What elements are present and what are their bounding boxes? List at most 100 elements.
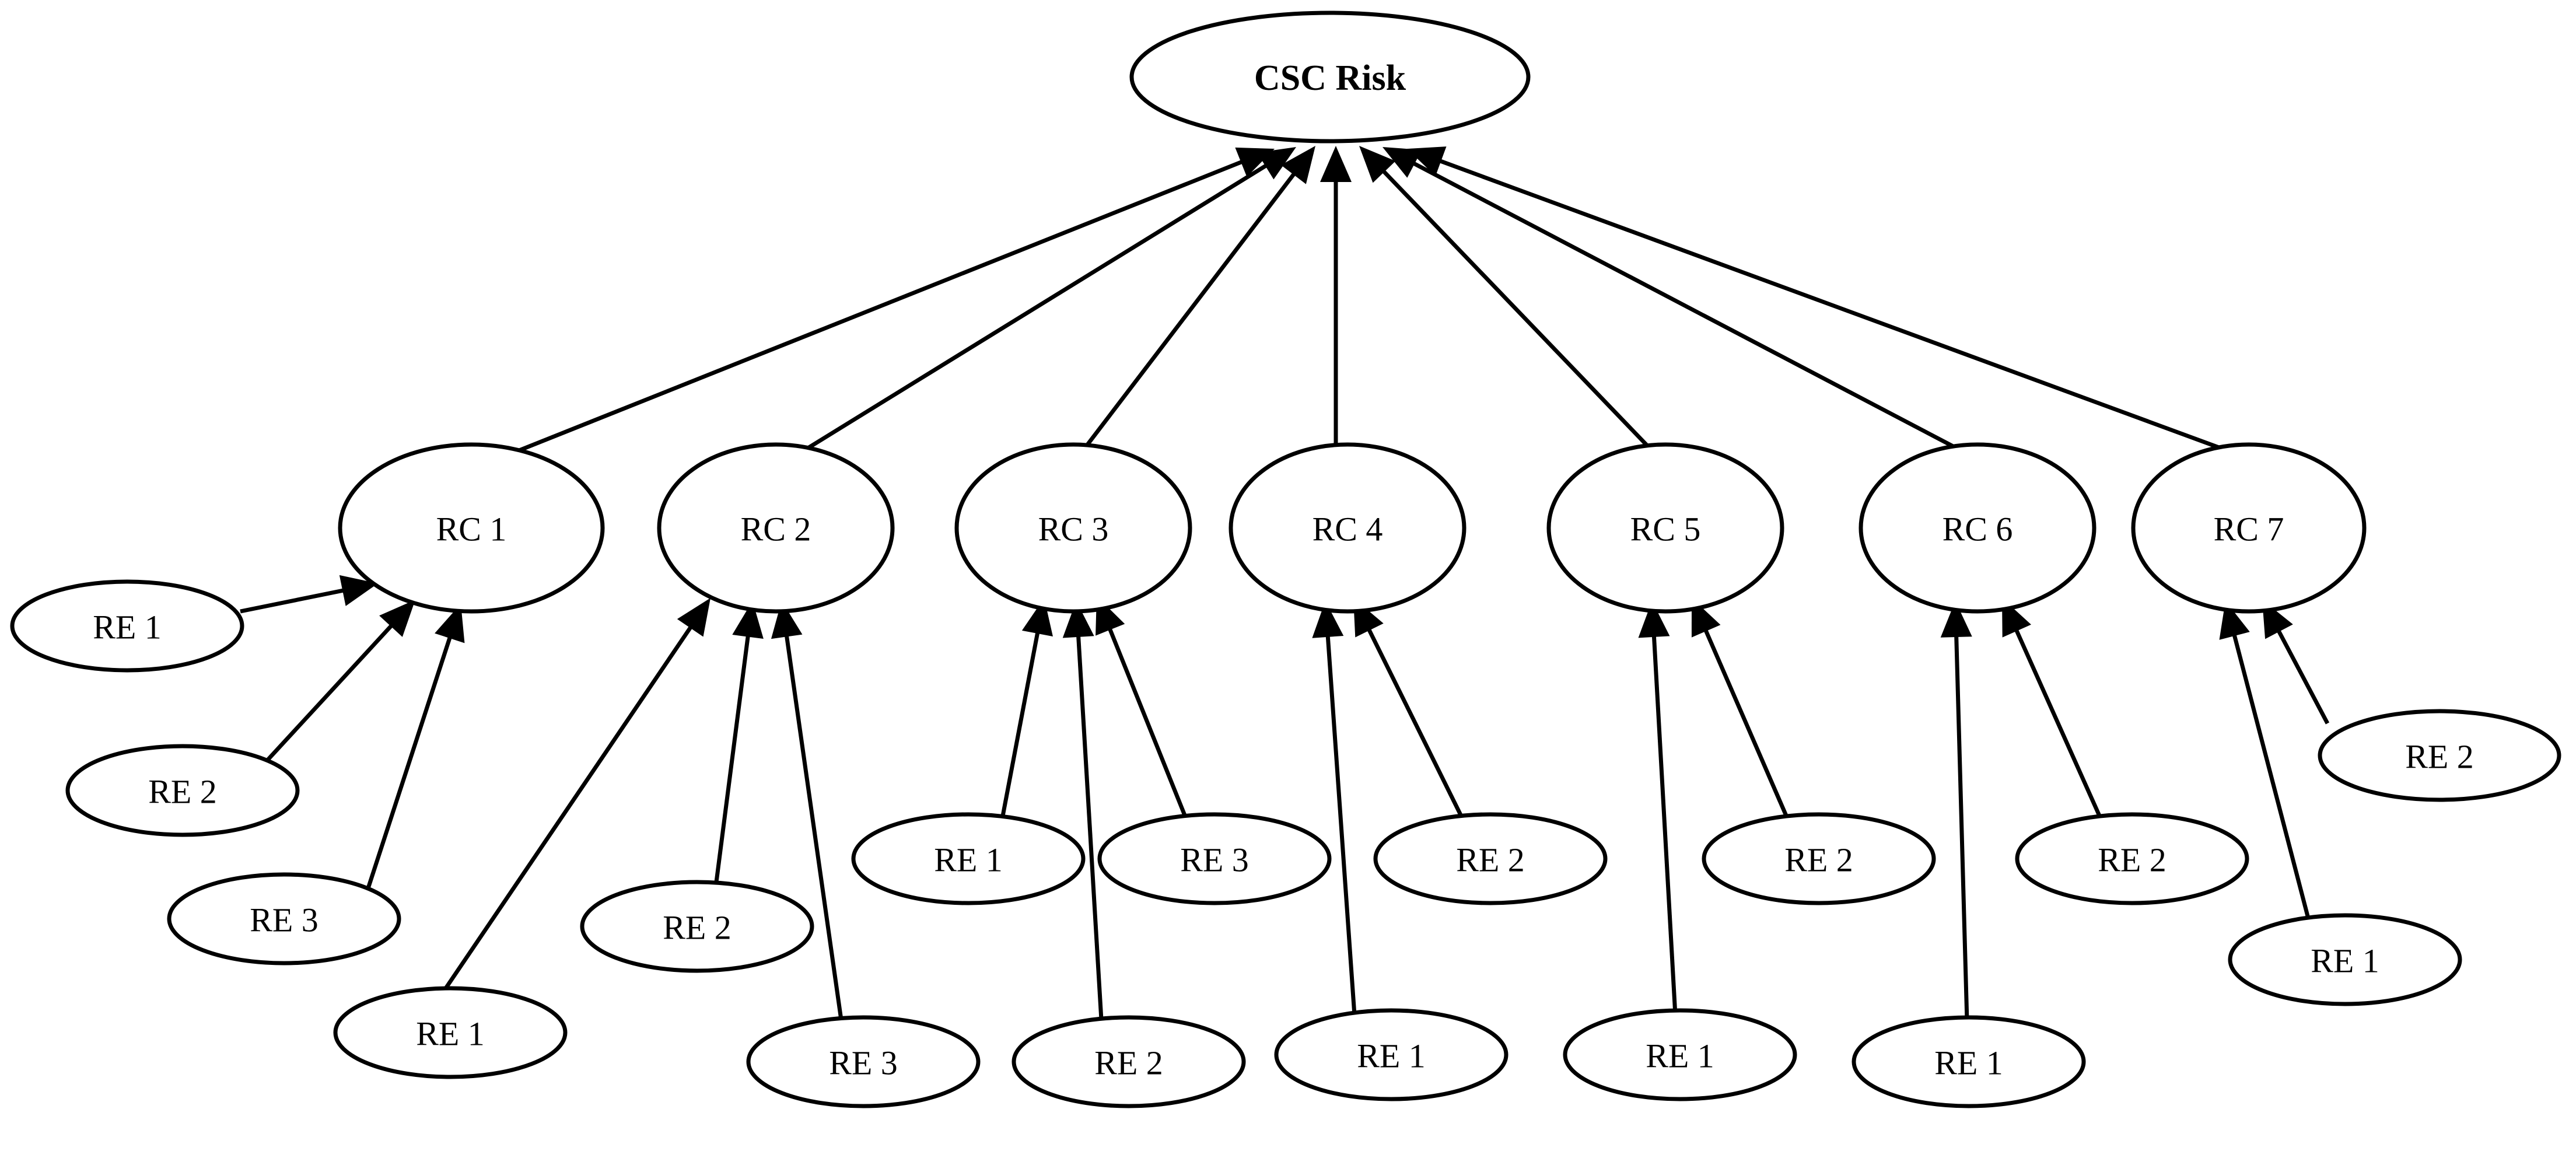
node-ellipse[interactable] — [2318, 709, 2561, 802]
node-label: RC 6 — [1943, 510, 2013, 548]
node-e3[interactable]: RE 3 — [167, 872, 401, 965]
edge-line — [1084, 170, 1297, 448]
node-label: RE 3 — [1180, 841, 1249, 879]
node-ellipse[interactable] — [580, 880, 814, 973]
arrowhead-icon — [1320, 146, 1352, 182]
edge-line — [1000, 629, 1040, 820]
node-label: RC 2 — [741, 510, 811, 548]
arrowhead-icon — [1940, 601, 1972, 638]
node-root[interactable]: CSC Risk — [1129, 11, 1531, 144]
node-label: RE 1 — [93, 608, 162, 646]
node-ellipse[interactable] — [746, 1015, 981, 1108]
node-ellipse[interactable] — [1274, 1008, 1508, 1101]
edge-e7-to-rc3 — [1000, 598, 1053, 820]
arrowhead-icon — [1257, 147, 1296, 180]
node-e4[interactable]: RE 1 — [333, 986, 568, 1079]
node-ellipse[interactable] — [1546, 442, 1784, 614]
node-ellipse[interactable] — [1702, 812, 1936, 905]
node-rc3[interactable]: RC 3 — [954, 442, 1192, 614]
node-e7[interactable]: RE 1 — [851, 812, 1086, 905]
node-ellipse[interactable] — [954, 442, 1192, 614]
edge-line — [262, 622, 395, 766]
node-label: RE 2 — [663, 909, 732, 947]
arrowhead-icon — [1280, 146, 1315, 184]
edge-e1-to-rc1 — [240, 575, 378, 614]
node-ellipse[interactable] — [2015, 812, 2249, 905]
node-label: RE 1 — [1357, 1037, 1426, 1075]
node-label: RE 1 — [1646, 1037, 1714, 1075]
edge-line — [714, 633, 751, 883]
edge-line — [442, 624, 694, 993]
edge-rc3-to-root — [1084, 146, 1315, 448]
node-rc1[interactable]: RC 1 — [338, 442, 605, 614]
edge-e14-to-rc6 — [2002, 598, 2104, 821]
edge-rc4-to-root — [1320, 146, 1352, 446]
node-e15[interactable]: RE 1 — [1852, 1015, 2086, 1108]
edge-line — [2231, 632, 2311, 921]
arrowhead-icon — [677, 598, 710, 637]
node-ellipse[interactable] — [65, 744, 300, 837]
node-label: RC 4 — [1312, 510, 1383, 548]
node-ellipse[interactable] — [1373, 812, 1608, 905]
edge-e12-to-rc5 — [1691, 598, 1790, 821]
edge-line — [1651, 633, 1678, 1016]
node-ellipse[interactable] — [1852, 1015, 2086, 1108]
edge-rc7-to-root — [1407, 146, 2225, 452]
node-ellipse[interactable] — [1228, 442, 1466, 614]
node-e5[interactable]: RE 2 — [580, 880, 814, 973]
edge-line — [2276, 627, 2330, 725]
edge-e9-to-rc3 — [1062, 601, 1104, 1020]
node-e17[interactable]: RE 1 — [2228, 913, 2462, 1006]
node-e9[interactable]: RE 2 — [1012, 1015, 1246, 1108]
node-ellipse[interactable] — [851, 812, 1086, 905]
edge-line — [1437, 158, 2225, 452]
node-label: RE 3 — [250, 901, 318, 939]
node-ellipse[interactable] — [1563, 1008, 1797, 1101]
node-ellipse[interactable] — [1097, 812, 1332, 905]
node-ellipse[interactable] — [2131, 442, 2367, 614]
edge-line — [1325, 633, 1357, 1016]
edge-rc2-to-root — [807, 147, 1296, 450]
node-ellipse[interactable] — [10, 579, 244, 673]
edge-line — [1380, 167, 1650, 448]
node-ellipse[interactable] — [1859, 442, 2096, 614]
node-e14[interactable]: RE 2 — [2015, 812, 2249, 905]
node-ellipse[interactable] — [657, 442, 895, 614]
node-e1[interactable]: RE 1 — [10, 579, 244, 673]
node-ellipse[interactable] — [1129, 11, 1531, 144]
node-rc4[interactable]: RC 4 — [1228, 442, 1466, 614]
node-ellipse[interactable] — [338, 442, 605, 614]
node-ellipse[interactable] — [167, 872, 401, 965]
edge-line — [518, 159, 1245, 453]
node-rc5[interactable]: RC 5 — [1546, 442, 1784, 614]
node-e11[interactable]: RE 1 — [1274, 1008, 1508, 1101]
node-label: RE 2 — [148, 773, 217, 811]
edge-rc5-to-root — [1359, 146, 1650, 448]
edge-line — [784, 632, 844, 1020]
node-e10[interactable]: RE 2 — [1373, 812, 1608, 905]
node-e16[interactable]: RE 2 — [2318, 709, 2561, 802]
node-e2[interactable]: RE 2 — [65, 744, 300, 837]
node-e8[interactable]: RE 3 — [1097, 812, 1332, 905]
arrowhead-icon — [771, 601, 803, 639]
node-label: RC 3 — [1038, 510, 1109, 548]
node-label: RC 5 — [1630, 510, 1701, 548]
arrowhead-icon — [1359, 146, 1396, 183]
arrowhead-icon — [1062, 601, 1094, 638]
node-ellipse[interactable] — [1012, 1015, 1246, 1108]
node-ellipse[interactable] — [333, 986, 568, 1079]
edge-layer — [240, 146, 2330, 1021]
arrowhead-icon — [379, 600, 415, 637]
node-e6[interactable]: RE 3 — [746, 1015, 981, 1108]
node-rc2[interactable]: RC 2 — [657, 442, 895, 614]
edge-line — [1410, 160, 1955, 449]
node-rc6[interactable]: RC 6 — [1859, 442, 2096, 614]
node-e12[interactable]: RE 2 — [1702, 812, 1936, 905]
node-label: RE 1 — [1934, 1044, 2003, 1082]
node-rc7[interactable]: RC 7 — [2131, 442, 2367, 614]
node-e13[interactable]: RE 1 — [1563, 1008, 1797, 1101]
node-label: RE 2 — [2405, 738, 2474, 776]
node-ellipse[interactable] — [2228, 913, 2462, 1006]
